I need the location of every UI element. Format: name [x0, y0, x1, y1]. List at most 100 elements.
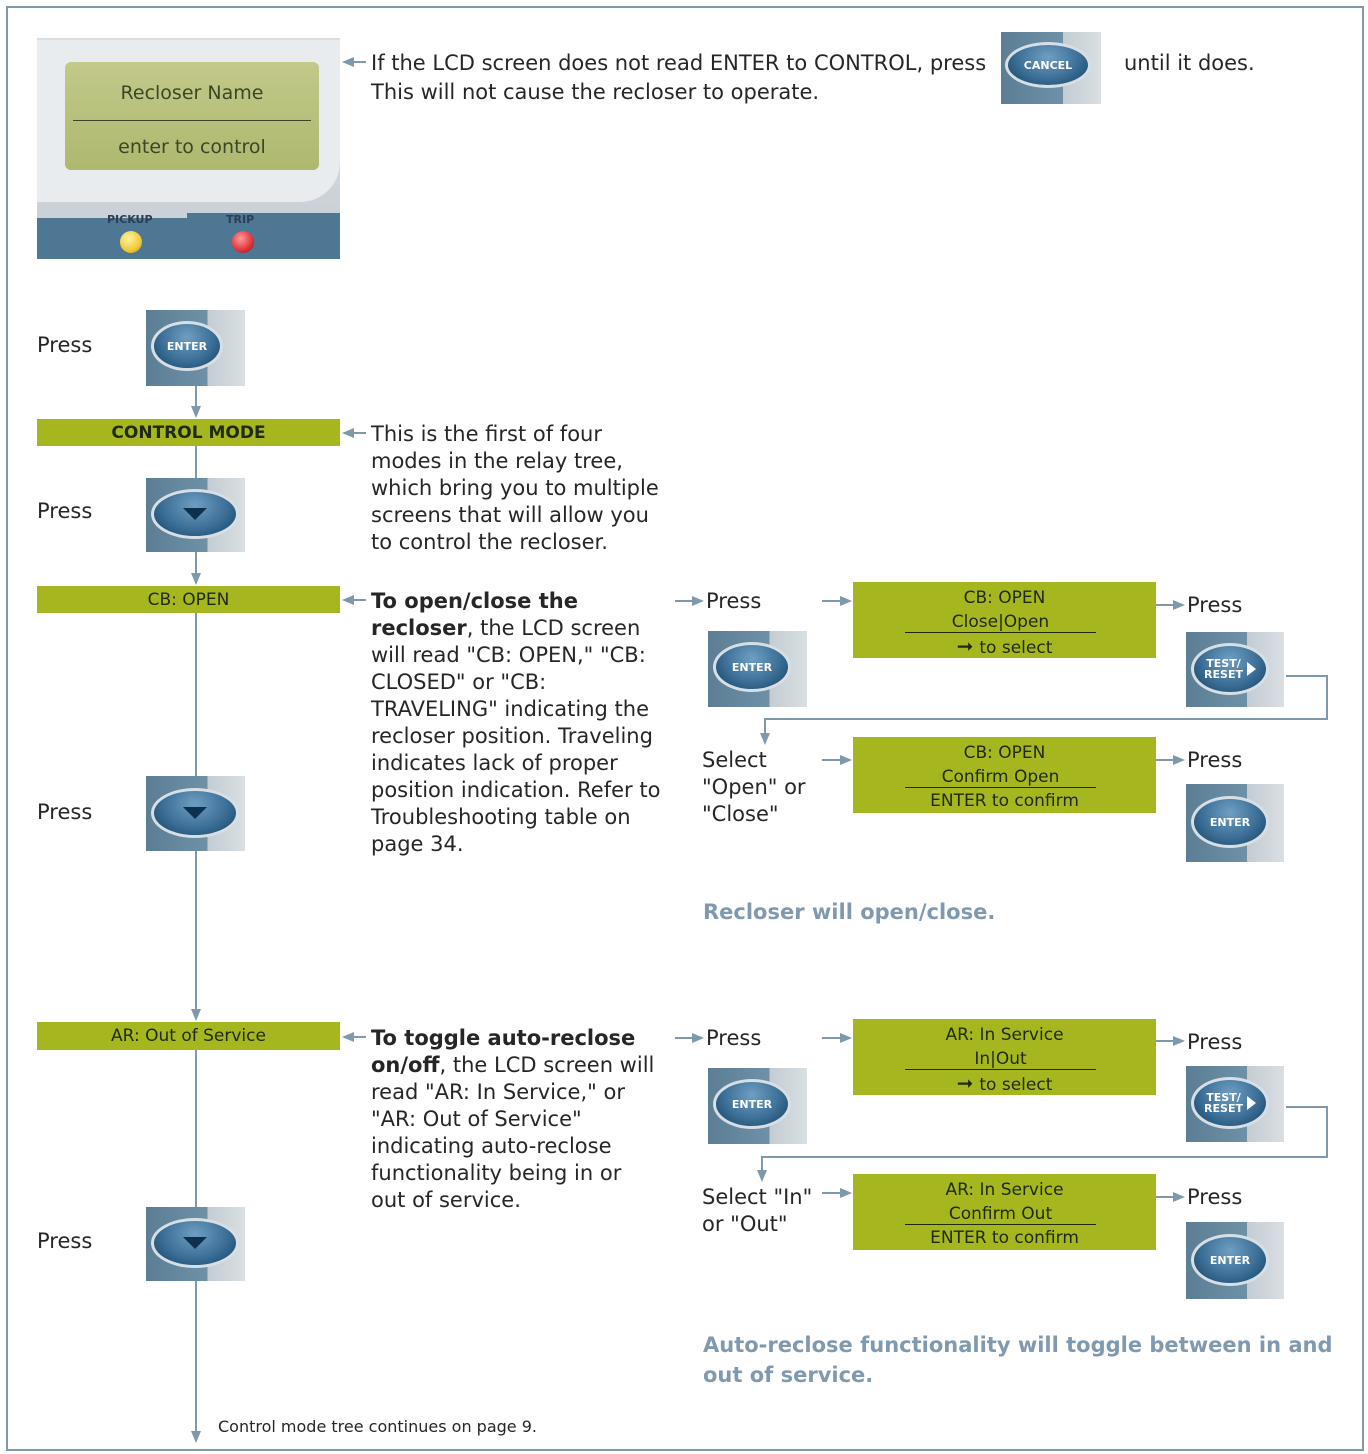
right-arrow-icon: ➞ [956, 634, 974, 658]
play-icon [1246, 1096, 1256, 1110]
ar-desc-line: , the LCD screen will [439, 1053, 655, 1077]
cancel-button-label: CANCEL [1023, 58, 1073, 72]
down-arrow-icon [183, 1237, 207, 1249]
cb-description: To open/close the recloser, the LCD scre… [371, 588, 660, 858]
ar-desc-line: out of service. [371, 1188, 521, 1212]
lcd-line3-text: to select [979, 1075, 1053, 1095]
test-reset-button[interactable]: TEST/RESET [1186, 632, 1284, 707]
ar-description: To toggle auto-reclose on/off, the LCD s… [371, 1025, 654, 1214]
cb-desc-line: will read "CB: OPEN," "CB: [371, 643, 646, 667]
cb-desc-line: TRAVELING" indicating the [371, 697, 650, 721]
test-reset-label: TEST/RESET [1204, 657, 1243, 681]
ar-press-test-label: Press [1187, 1030, 1243, 1054]
cb-press-confirm-label: Press [1187, 748, 1243, 772]
play-icon [1246, 662, 1256, 676]
cb-desc-line: Troubleshooting table on [371, 805, 631, 829]
press-label-1: Press [37, 333, 93, 357]
lcd-line3: ENTER to confirm [930, 791, 1079, 811]
cb-open-bar: CB: OPEN [37, 586, 340, 613]
press-label-3: Press [37, 800, 93, 824]
ar-desc-line: indicating auto-reclose [371, 1134, 612, 1158]
lcd-line1: AR: In Service [945, 1025, 1064, 1045]
cb-press-enter-label: Press [706, 589, 762, 613]
enter-button-label: ENTER [1209, 1253, 1251, 1267]
ar-press-enter-label: Press [706, 1026, 762, 1050]
lcd-line1: AR: In Service [945, 1180, 1064, 1200]
down-arrow-icon [183, 508, 207, 520]
page-border [6, 6, 1364, 1451]
cb-confirm-lcd: CB: OPEN Confirm Open ENTER to confirm [853, 737, 1156, 813]
enter-button-label: ENTER [1209, 815, 1251, 829]
ar-desc-line: "AR: Out of Service" [371, 1107, 582, 1131]
cb-desc-line: position indication. Refer to [371, 778, 661, 802]
photo-screen-line1: Recloser Name [120, 82, 264, 104]
cb-desc-line: , the LCD screen [466, 616, 641, 640]
ar-result-text: Auto-reclose functionality will toggle b… [703, 1333, 1333, 1387]
down-arrow-icon [183, 807, 207, 819]
lcd-line2: In|Out [905, 1049, 1096, 1070]
ar-desc-heading: To toggle auto-reclose [371, 1026, 636, 1050]
trip-led-icon [232, 231, 254, 253]
cancel-button[interactable]: CANCEL [1001, 32, 1101, 104]
lcd-line2: Close|Open [905, 612, 1096, 633]
test-reset-button[interactable]: TEST/RESET [1186, 1066, 1284, 1142]
control-desc-line: screens that will allow you [371, 503, 649, 527]
cb-enter-button[interactable]: ENTER [708, 631, 807, 707]
intro-line1: If the LCD screen does not read ENTER to… [371, 51, 987, 75]
test-reset-label: TEST/RESET [1204, 1091, 1243, 1115]
ar-desc-line: functionality being in or [371, 1161, 622, 1185]
ar-desc-heading-2: on/off [371, 1053, 440, 1077]
cb-desc-heading: To open/close the [371, 589, 578, 613]
enter-button-label: ENTER [166, 339, 208, 353]
ar-select-instruction: Select "In" or "Out" [702, 1185, 813, 1236]
control-desc-line: This is the first of four [371, 422, 602, 446]
ar-confirm-lcd: AR: In Service Confirm Out ENTER to conf… [853, 1174, 1156, 1250]
lcd-screen-photo: Recloser Name enter to control [65, 62, 319, 170]
down-arrow-button[interactable] [146, 1207, 245, 1281]
lcd-line1: CB: OPEN [963, 588, 1046, 608]
control-desc-line: modes in the relay tree, [371, 449, 623, 473]
press-label-2: Press [37, 499, 93, 523]
pickup-led-icon [120, 231, 142, 253]
ar-out-of-service-bar: AR: Out of Service [37, 1022, 340, 1050]
intro-line2: This will not cause the recloser to oper… [371, 80, 820, 104]
intro-line1-end: until it does. [1124, 51, 1255, 75]
press-label-4: Press [37, 1229, 93, 1253]
cb-desc-line: page 34. [371, 832, 464, 856]
ar-press-confirm-label: Press [1187, 1185, 1243, 1209]
control-mode-bar: CONTROL MODE [37, 419, 340, 446]
control-desc-line: to control the recloser. [371, 530, 608, 554]
ar-select-lcd: AR: In Service In|Out ➞to select [853, 1019, 1156, 1095]
cb-select-lcd: CB: OPEN Close|Open ➞to select [853, 582, 1156, 658]
control-mode-description: This is the first of four modes in the r… [371, 421, 659, 556]
lcd-line3: ➞to select [853, 1073, 1156, 1095]
ar-confirm-enter-button[interactable]: ENTER [1186, 1222, 1284, 1299]
cb-result-text: Recloser will open/close. [703, 900, 996, 924]
cb-desc-heading-2: recloser [371, 616, 467, 640]
cb-press-test-label: Press [1187, 593, 1243, 617]
down-arrow-button[interactable] [146, 776, 245, 851]
photo-screen-line2: enter to control [118, 136, 266, 158]
control-panel-photo: Recloser Name enter to control PICKUP TR… [37, 38, 340, 259]
cb-desc-line: CLOSED" or "CB: [371, 670, 547, 694]
cb-desc-line: recloser position. Traveling [371, 724, 653, 748]
cb-desc-line: indicates lack of proper [371, 751, 618, 775]
ar-enter-button[interactable]: ENTER [708, 1068, 807, 1144]
lcd-line3: ➞to select [853, 636, 1156, 658]
enter-button[interactable]: ENTER [146, 310, 245, 386]
cb-confirm-enter-button[interactable]: ENTER [1186, 784, 1284, 862]
down-arrow-button[interactable] [146, 478, 245, 552]
trip-label: TRIP [226, 213, 255, 226]
lcd-line2: Confirm Open [905, 767, 1096, 788]
control-desc-line: which bring you to multiple [371, 476, 659, 500]
continues-note: Control mode tree continues on page 9. [218, 1417, 537, 1436]
lcd-line3: ENTER to confirm [930, 1228, 1079, 1248]
enter-button-label: ENTER [731, 1097, 773, 1111]
lcd-line1: CB: OPEN [963, 743, 1046, 763]
cb-select-instruction: Select "Open" or "Close" [702, 748, 806, 826]
enter-button-label: ENTER [731, 660, 773, 674]
lcd-line2: Confirm Out [905, 1204, 1096, 1225]
pickup-label: PICKUP [107, 213, 153, 226]
ar-desc-line: read "AR: In Service," or [371, 1080, 625, 1104]
